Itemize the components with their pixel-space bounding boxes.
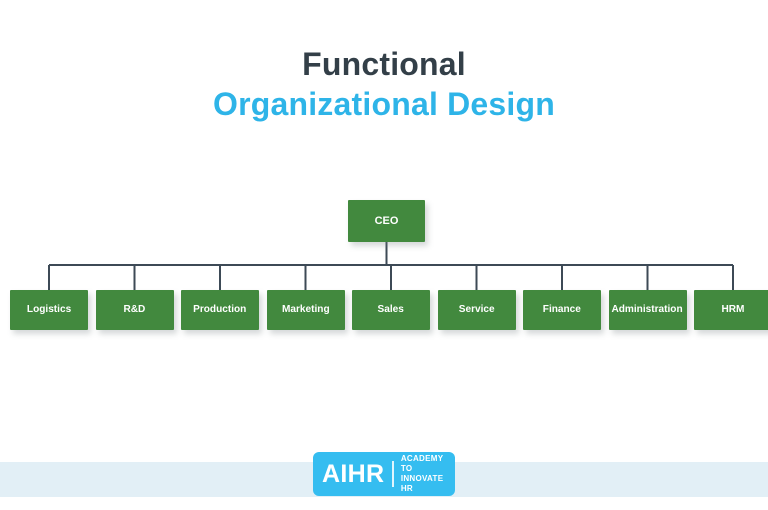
org-node-label: Marketing — [281, 303, 330, 316]
logo-tagline: ACADEMY TO INNOVATE HR — [401, 454, 446, 494]
org-node-label: R&D — [123, 303, 146, 316]
logo-divider — [392, 461, 394, 487]
title-line-primary: Functional — [302, 46, 466, 82]
org-node-label: CEO — [374, 214, 399, 227]
org-node-label: Administration — [611, 303, 684, 316]
logo-tagline-line1: ACADEMY TO — [400, 454, 444, 473]
org-node-label: Service — [458, 303, 495, 316]
org-node-label: HRM — [721, 303, 745, 316]
org-node-label: Logistics — [26, 303, 72, 316]
aihr-logo[interactable]: AIHR ACADEMY TO INNOVATE HR — [313, 452, 455, 496]
org-node-sales[interactable]: Sales — [352, 290, 430, 330]
org-node-production[interactable]: Production — [181, 290, 259, 330]
org-node-finance[interactable]: Finance — [523, 290, 601, 330]
org-node-ceo[interactable]: CEO — [348, 200, 425, 242]
org-node-logistics[interactable]: Logistics — [10, 290, 88, 330]
org-node-rnd[interactable]: R&D — [95, 290, 174, 330]
logo-tagline-line2: INNOVATE HR — [400, 474, 444, 493]
title-line-secondary: Organizational Design — [212, 86, 556, 122]
org-node-label: Sales — [377, 303, 405, 316]
org-node-label: Production — [193, 303, 247, 316]
org-node-hrm[interactable]: HRM — [694, 290, 768, 330]
org-node-label: Finance — [542, 303, 582, 316]
org-node-service[interactable]: Service — [437, 290, 516, 330]
page-title: Functional Organizational Design — [0, 44, 768, 124]
org-node-marketing[interactable]: Marketing — [266, 290, 345, 330]
org-node-administration[interactable]: Administration — [608, 290, 687, 330]
logo-wordmark: AIHR — [322, 459, 385, 488]
